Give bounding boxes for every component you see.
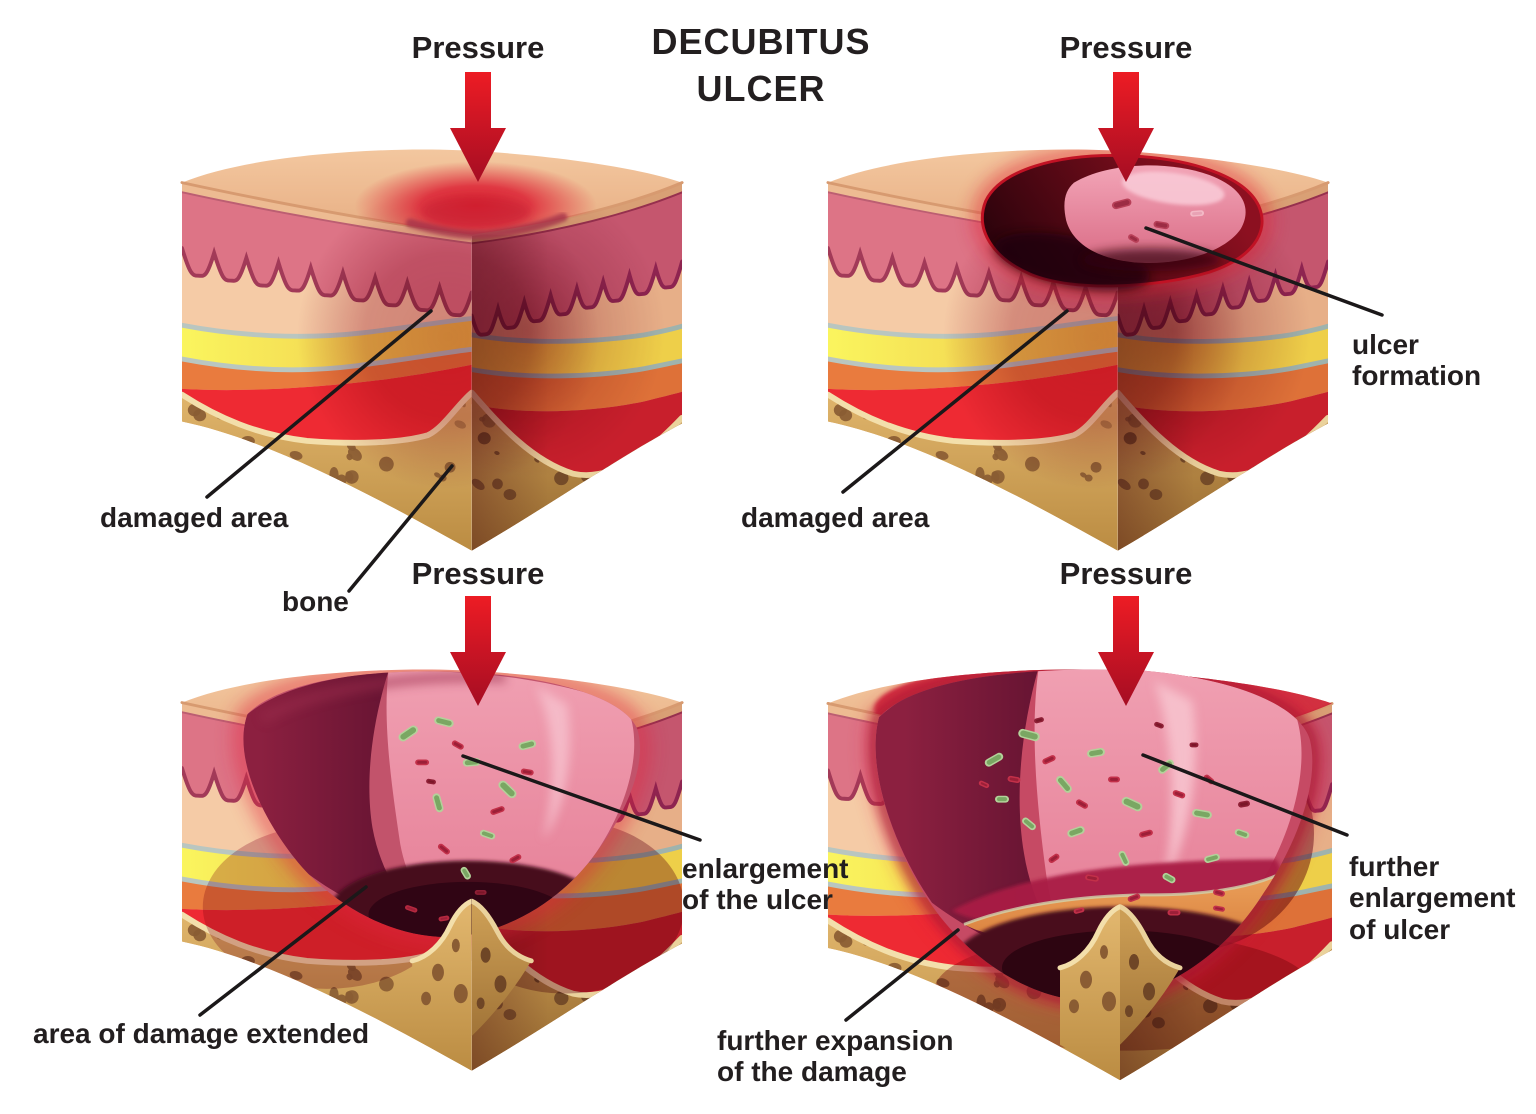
pressure-arrow-icon (1096, 596, 1156, 708)
pressure-label-stage-2: Pressure (1059, 30, 1193, 65)
annotation-bone: bone (282, 586, 349, 617)
annotation-damaged-area-1: damaged area (100, 502, 289, 533)
page-title: DECUBITUS ULCER (616, 18, 906, 112)
pressure-label-stage-1: Pressure (411, 30, 545, 65)
annotation-further-expansion: further expansion of the damage (717, 1025, 954, 1088)
skin-cross-section-stage-4 (826, 669, 1334, 1081)
pressure-arrow-icon (448, 596, 508, 708)
annotation-damaged-area-2: damaged area (741, 502, 930, 533)
annotation-enlargement-of-ulcer: enlargement of the ulcer (682, 853, 849, 916)
pressure-label-stage-4: Pressure (1059, 556, 1193, 591)
bone-bump (471, 898, 534, 1037)
title-line-1: DECUBITUS (651, 21, 871, 62)
pressure-arrow-icon (1096, 72, 1156, 184)
annotation-area-of-damage-extended: area of damage extended (33, 1018, 370, 1049)
bone-bump (1057, 904, 1120, 1081)
skin-cross-section-stage-1 (180, 149, 684, 551)
ulcer-crater (233, 669, 650, 947)
bone-bump (409, 898, 472, 1071)
pressure-arrow-icon (448, 72, 508, 184)
bone-bump (1120, 904, 1183, 1045)
annotation-further-enlargement: further enlargement of ulcer (1349, 851, 1516, 945)
title-line-2: ULCER (696, 68, 826, 109)
annotation-ulcer-formation: ulcer formation (1352, 329, 1482, 392)
